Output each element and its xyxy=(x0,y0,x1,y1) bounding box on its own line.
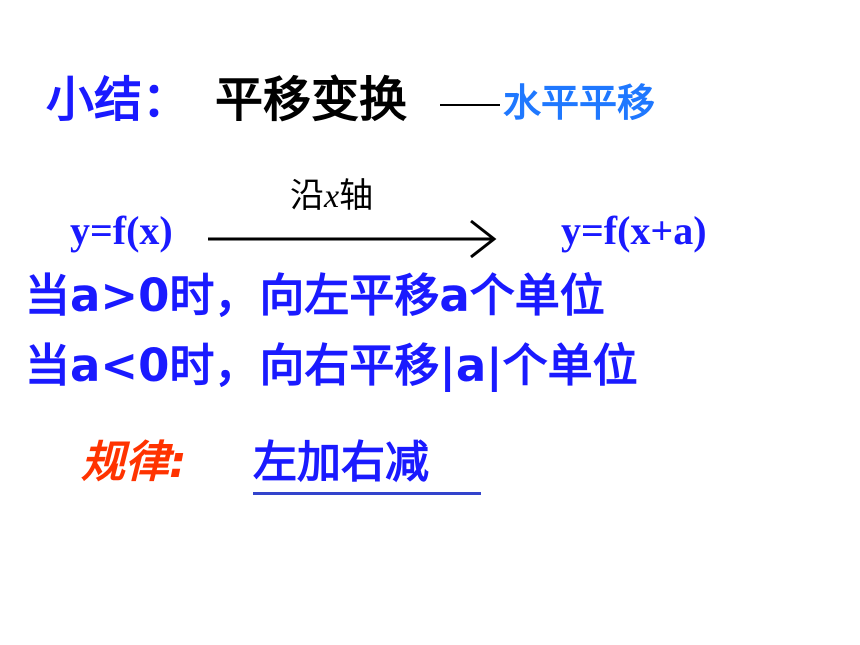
equation-left: y=f(x) xyxy=(70,208,173,253)
summary-label: 小结： xyxy=(46,72,191,128)
title-dash xyxy=(440,104,500,106)
arrow-head-icon xyxy=(470,219,497,259)
rule-line-negative: 当a<0时，向右平移|a|个单位 xyxy=(25,339,638,392)
page-title: 平移变换 xyxy=(215,72,408,128)
rule-label: 规律: xyxy=(81,437,187,488)
equation-right: y=f(x+a) xyxy=(561,208,707,253)
rule-text: 左加右减 xyxy=(253,437,429,488)
rule-line-positive: 当a>0时，向左平移a个单位 xyxy=(25,269,605,322)
arrow-label: 沿x轴 xyxy=(290,180,373,214)
page-subtitle: 水平平移 xyxy=(503,81,656,125)
arrow-label-post: 轴 xyxy=(339,178,374,215)
rule-underline xyxy=(253,492,481,495)
arrow-label-pre: 沿 xyxy=(290,178,324,215)
arrow-label-variable: x xyxy=(324,178,340,215)
